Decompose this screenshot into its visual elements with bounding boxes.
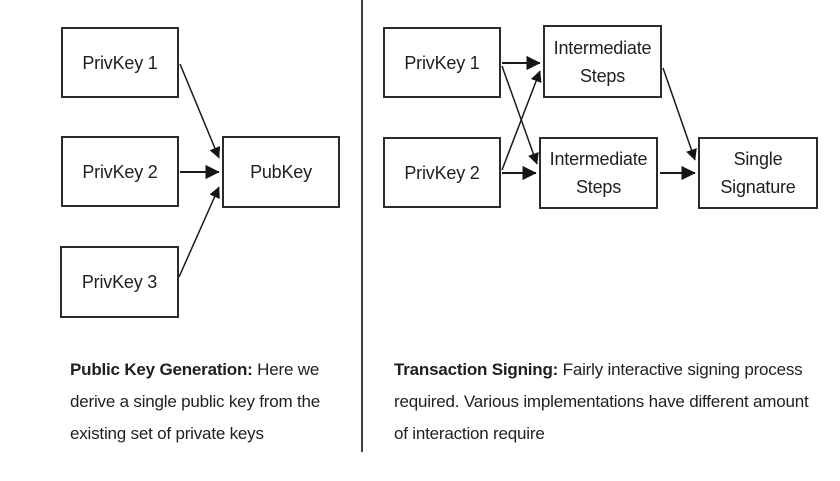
node-right-intermediate-steps-bottom: Intermediate Steps — [539, 137, 658, 209]
caption-text: Fairly interactive signing process — [558, 360, 803, 379]
node-left-privkey1: PrivKey 1 — [61, 27, 179, 98]
node-left-pubkey: PubKey — [222, 136, 340, 208]
caption-title: Transaction Signing: — [394, 360, 559, 379]
node-label: PrivKey 2 — [82, 161, 158, 182]
node-left-privkey3: PrivKey 3 — [60, 246, 179, 318]
node-label: PubKey — [250, 162, 312, 182]
node-right-privkey2: PrivKey 2 — [383, 137, 501, 208]
node-label: PrivKey 3 — [81, 272, 158, 292]
panel-divider — [361, 0, 363, 452]
node-right-privkey1: PrivKey 1 — [383, 27, 501, 98]
node-right-intermediate-steps-top: Intermediate Steps — [543, 25, 662, 98]
caption-line: required. Various implementations have d… — [394, 392, 809, 411]
node-label: Single Signature — [720, 149, 796, 197]
node-label: Intermediate Steps — [553, 37, 652, 86]
caption-line: Public Key Generation: Here we — [70, 354, 320, 386]
caption-text: Here we — [252, 360, 320, 379]
arrow-right-privkey1-to-intermediate-bottom — [501, 65, 539, 165]
arrow-left-privkey3-to-pubkey — [178, 186, 220, 278]
caption-line: existing set of private keys — [70, 424, 264, 443]
left-caption: Public Key Generation: Here we derive a … — [70, 354, 320, 450]
node-label: PrivKey 1 — [82, 52, 158, 73]
node-left-privkey2: PrivKey 2 — [61, 136, 179, 207]
node-label: PrivKey 1 — [404, 52, 480, 73]
arrow-right-privkey2-to-intermediate-top — [501, 70, 542, 171]
arrow-right-intermediate-top-to-single-signature — [662, 67, 697, 161]
caption-title: Public Key Generation: — [70, 360, 253, 379]
caption-line: derive a single public key from the — [70, 392, 321, 411]
node-right-single-signature: Single Signature — [698, 137, 818, 209]
node-label: PrivKey 2 — [404, 162, 480, 183]
caption-line: Transaction Signing: Fairly interactive … — [394, 354, 809, 386]
node-label: Intermediate Steps — [549, 149, 648, 197]
right-caption: Transaction Signing: Fairly interactive … — [394, 354, 809, 450]
arrow-left-privkey1-to-pubkey — [179, 63, 221, 159]
caption-line: of interaction require — [394, 424, 545, 443]
